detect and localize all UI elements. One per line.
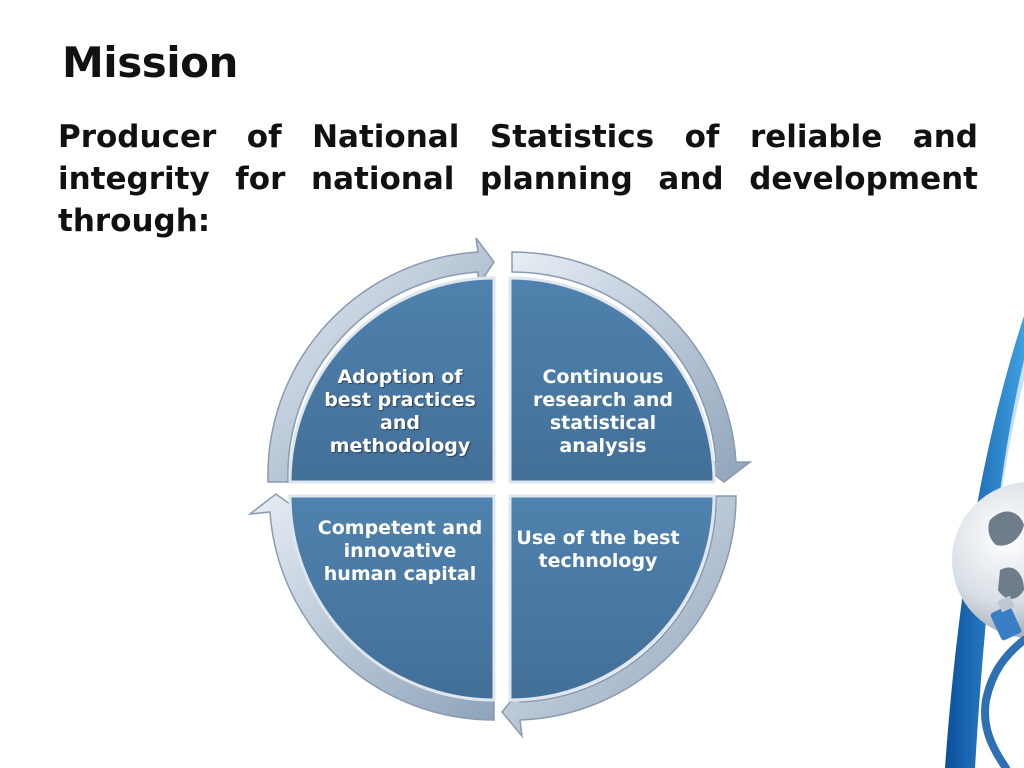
quadrant-label-bottom-right: Use of the best technology: [516, 527, 680, 572]
quadrant-label-top-left: Adoption of best practices and methodolo…: [324, 366, 476, 457]
mission-statement: Producer of National Statistics of relia…: [58, 119, 978, 239]
quadrant-top-left: [288, 276, 496, 484]
cycle-arrow-ring: [247, 237, 753, 739]
quadrant-bottom-left: [288, 494, 496, 702]
quadrant-label-top-right: Continuous research and statistical anal…: [533, 366, 673, 457]
arrow-right: [511, 251, 753, 483]
quadrant-label-bottom-left: Competent and innovative human capital: [317, 517, 483, 585]
quadrant-top-right: [508, 276, 716, 484]
arrow-top: [267, 237, 495, 483]
quadrants: [288, 276, 716, 702]
arrow-bottom: [501, 495, 737, 739]
network-cable-icon: [981, 595, 1024, 768]
slide-title: Mission: [62, 38, 238, 87]
quadrant-bottom-right: [508, 494, 716, 702]
